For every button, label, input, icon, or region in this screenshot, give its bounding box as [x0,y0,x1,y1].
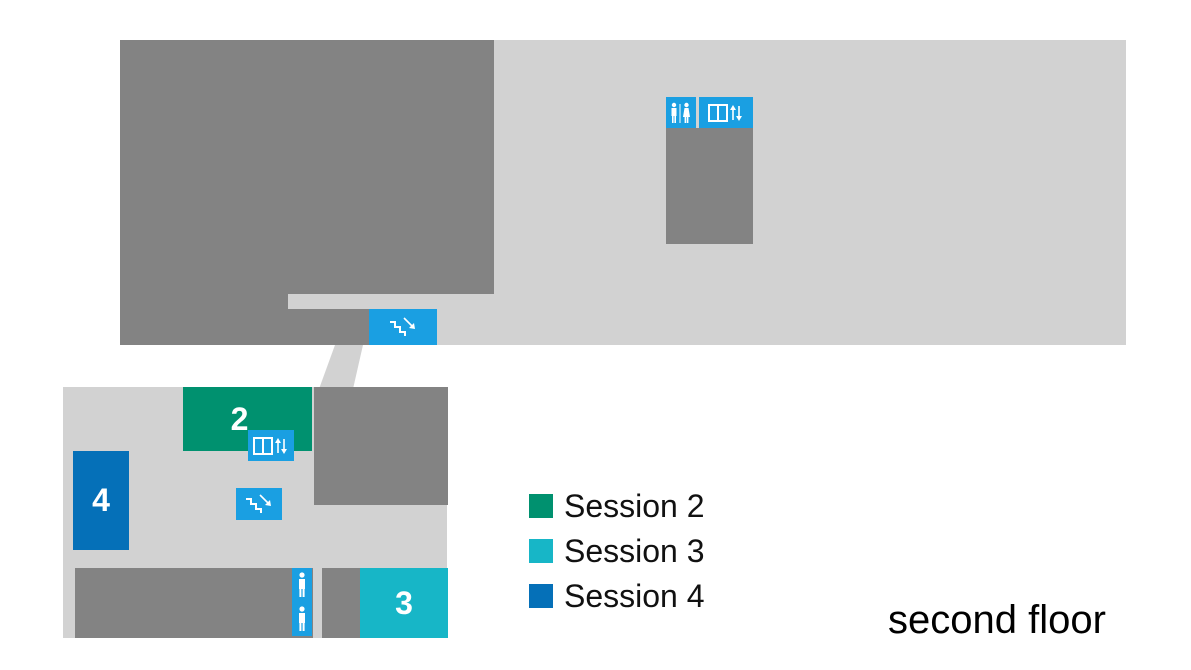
room-3[interactable]: 3 [360,568,448,638]
elevator-icon [708,103,742,122]
elevator-sign-upper [699,97,753,128]
lower-wing-bottom-block-small [322,568,360,638]
legend-item-session-4: Session 4 [529,576,705,616]
person-icon [299,606,305,631]
legend-swatch [529,539,553,563]
upper-wing-lower-strip [120,309,370,345]
legend-label: Session 3 [564,532,705,569]
core-block-upper [666,128,753,244]
upper-wing-large-block [120,40,494,294]
legend-label: Session 4 [564,577,705,614]
legend-item-session-3: Session 3 [529,531,705,571]
restroom-sign-upper [666,97,696,128]
lower-wing-core-block [314,387,448,505]
legend-item-session-2: Session 2 [529,486,705,526]
connector-bridge [319,345,363,389]
room-4-number: 4 [92,482,110,518]
floor-label: second floor [888,598,1106,642]
lower-wing-bottom-block [75,568,313,638]
room-2-number: 2 [230,401,249,437]
legend-swatch [529,494,553,518]
legend-swatch [529,584,553,608]
elevator-icon [253,436,287,455]
elevator-sign-lower [248,430,294,461]
stairs-icon [246,494,271,513]
person-icon [299,572,305,597]
restroom-sign-lower [292,568,312,636]
stairs-icon [390,317,415,336]
room-3-number: 3 [395,584,413,621]
legend-label: Session 2 [564,487,705,524]
room-4[interactable]: 4 [73,451,129,550]
stairs-sign-upper [369,309,437,345]
restroom-icon [671,102,690,123]
stairs-sign-lower [236,488,282,520]
